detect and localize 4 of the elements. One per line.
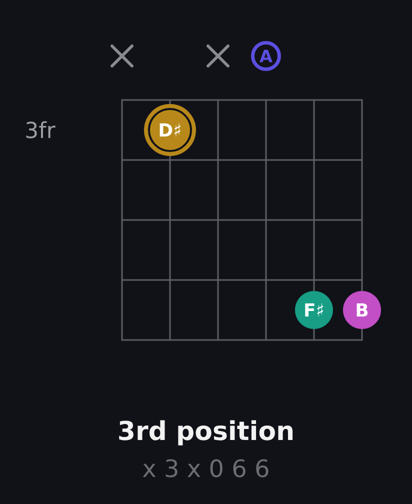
fingering-text: x 3 x 0 6 6 (142, 459, 268, 478)
node-label: D♯ (160, 123, 180, 136)
chord-title: 3rd position (119, 420, 293, 446)
fret-number: 3fr (26, 121, 56, 138)
